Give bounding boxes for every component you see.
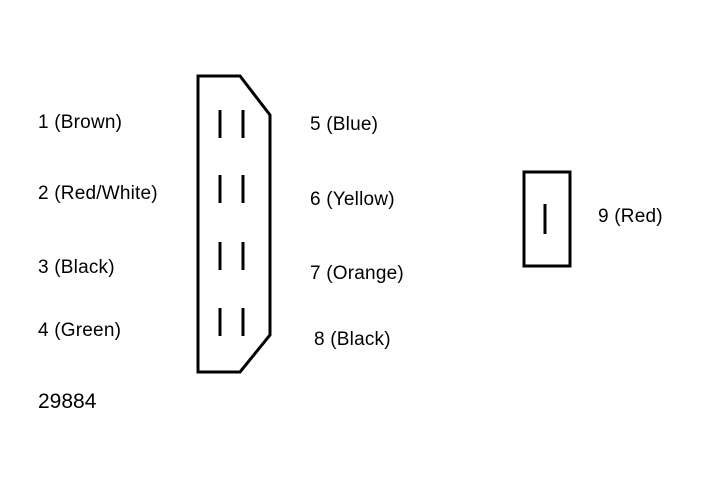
pin-label-3: 3 (Black) [38,257,115,278]
pin-label-9: 9 (Red) [598,206,663,227]
pin-label-7: 7 (Orange) [310,263,404,284]
figure-reference-number: 29884 [38,390,97,413]
connector-1-pin-body [522,170,572,268]
connector-8-pin-body [196,74,272,374]
pin-label-5: 5 (Blue) [310,114,379,135]
pin-label-1: 1 (Brown) [38,112,123,133]
pin-label-2: 2 (Red/White) [38,183,158,204]
pin-label-8: 8 (Black) [314,329,391,350]
connector-8-pin-terminals [218,110,245,336]
pin-label-6: 6 (Yellow) [310,189,395,210]
pin-label-4: 4 (Green) [38,320,122,341]
